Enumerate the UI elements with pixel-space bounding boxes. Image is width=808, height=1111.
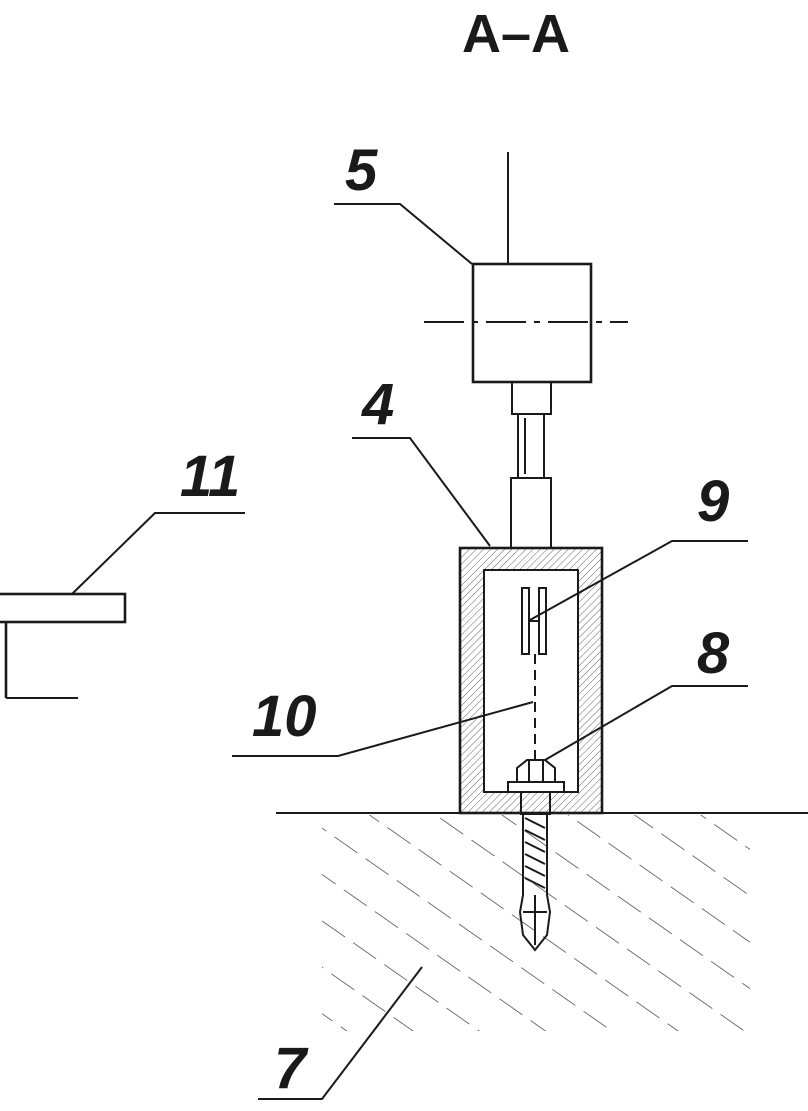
sensor-element bbox=[521, 587, 547, 655]
drive-unit bbox=[424, 152, 628, 384]
rod-column bbox=[510, 381, 552, 549]
ground-foundation bbox=[276, 812, 808, 1031]
callout-7: 7 bbox=[274, 1036, 309, 1101]
beam-platform bbox=[0, 592, 127, 699]
housing-bracket bbox=[458, 546, 604, 815]
section-title: A–A bbox=[462, 4, 570, 64]
callout-11: 11 bbox=[180, 444, 240, 509]
callout-4: 4 bbox=[361, 372, 394, 437]
callout-9: 9 bbox=[697, 469, 729, 534]
anchor-bolt bbox=[507, 759, 565, 952]
callout-10: 10 bbox=[252, 684, 317, 749]
callout-5: 5 bbox=[345, 138, 378, 203]
callout-8: 8 bbox=[697, 621, 730, 686]
leader-lines bbox=[71, 203, 748, 1100]
